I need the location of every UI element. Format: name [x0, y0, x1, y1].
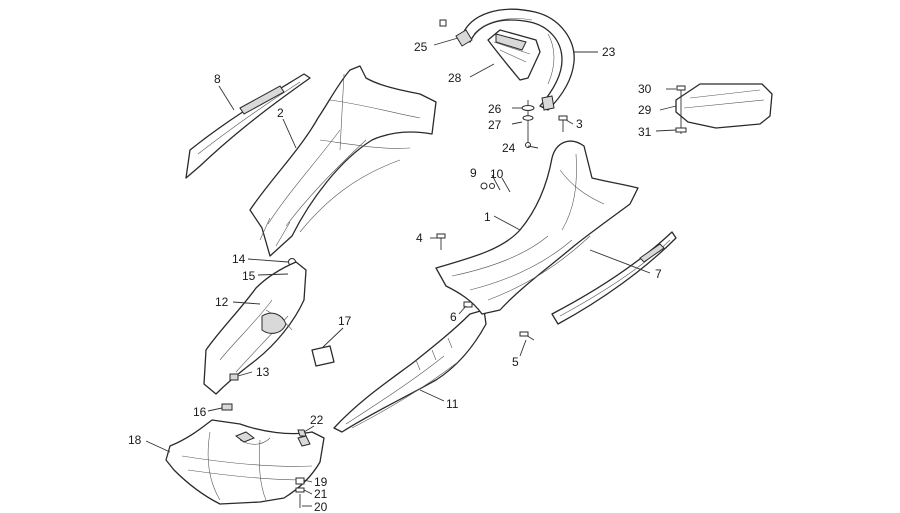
callout-6: 6	[450, 310, 457, 324]
part-1-right-body-panel	[435, 140, 639, 315]
callout-19: 19	[314, 475, 328, 489]
callout-24: 24	[502, 141, 516, 155]
callout-17: 17	[338, 314, 352, 328]
callout-21: 21	[314, 487, 328, 501]
part-2-left-side-panel	[249, 65, 437, 257]
part-16-clip	[221, 403, 233, 411]
callout-11: 11	[446, 397, 459, 411]
callout-20: 20	[314, 500, 328, 513]
callout-2: 2	[277, 106, 284, 120]
callout-10: 10	[490, 167, 504, 181]
part-11-lower-side-panel	[333, 309, 487, 433]
part-18-under-cover	[165, 419, 325, 505]
callout-14: 14	[232, 252, 246, 266]
callout-9: 9	[470, 166, 477, 180]
callout-13: 13	[256, 365, 270, 379]
callout-31: 31	[638, 125, 652, 139]
callout-labels: 1 2 3 4 5 6 7 8 9 10 11 12 13 14 15 16 1…	[128, 40, 662, 513]
callout-29: 29	[638, 103, 652, 117]
callout-25: 25	[414, 40, 428, 54]
part-7-right-strip	[551, 231, 677, 325]
callout-15: 15	[242, 269, 256, 283]
part-6-screw	[463, 301, 473, 308]
callout-7: 7	[655, 267, 662, 281]
callout-28: 28	[448, 71, 462, 85]
part-17-block	[311, 345, 335, 367]
leader-lines	[145, 37, 677, 507]
part-28-rear-center-piece	[487, 29, 541, 81]
callout-8: 8	[214, 72, 221, 86]
callout-22: 22	[310, 413, 324, 427]
part-23-rear-grab-rail	[455, 8, 575, 111]
callout-26: 26	[488, 102, 502, 116]
callout-12: 12	[215, 295, 229, 309]
callout-27: 27	[488, 118, 502, 132]
part-24-26-27-bolt-washers	[521, 100, 535, 148]
callout-30: 30	[638, 82, 652, 96]
callout-3: 3	[576, 117, 583, 131]
part-29-rear-plate	[675, 83, 773, 134]
callout-1: 1	[484, 210, 491, 224]
callout-18: 18	[128, 433, 142, 447]
callout-5: 5	[512, 355, 519, 369]
part-8-left-strip	[185, 73, 311, 179]
part-13-clip	[229, 373, 239, 381]
callout-4: 4	[416, 231, 423, 245]
callout-16: 16	[193, 405, 207, 419]
hardware-screws	[436, 19, 568, 341]
callout-23: 23	[602, 45, 616, 59]
